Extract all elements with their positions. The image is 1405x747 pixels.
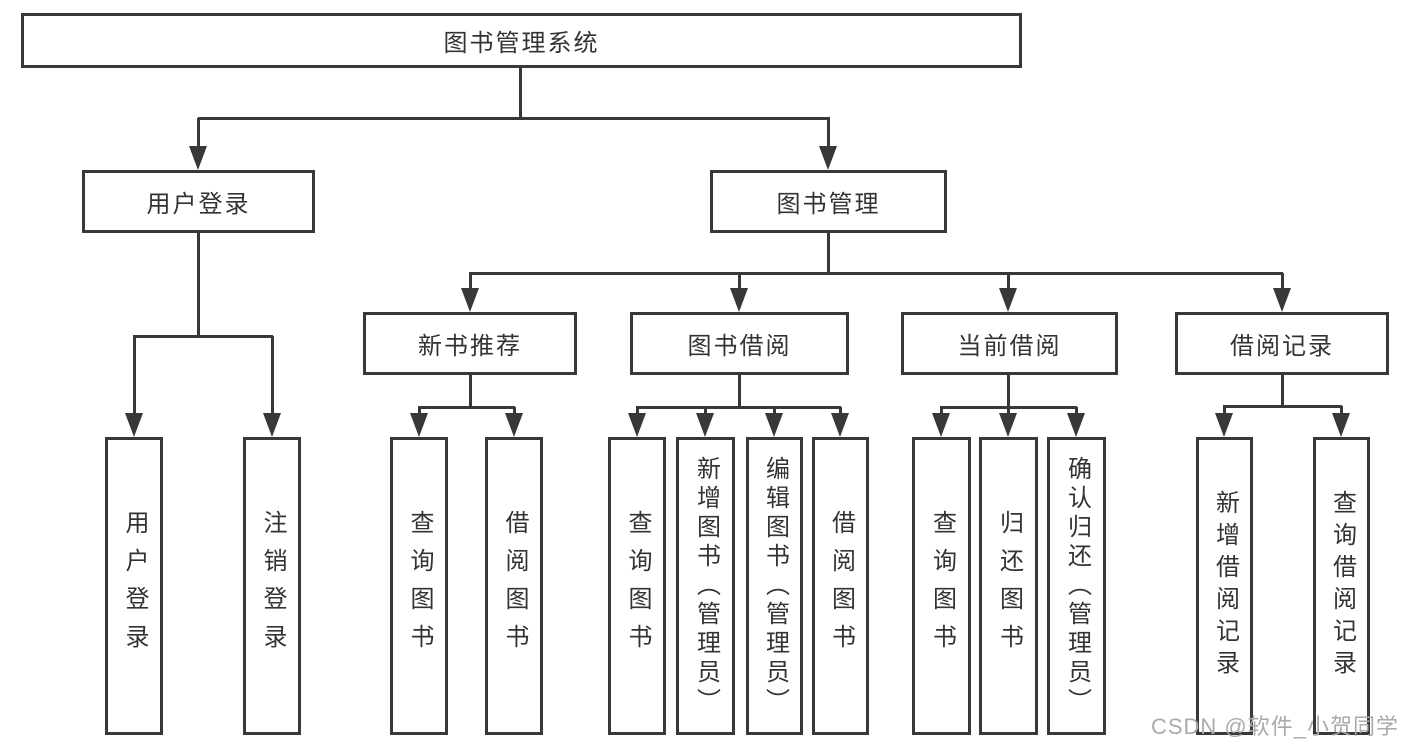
node-book-management-label: 图书管理 [776, 191, 881, 218]
leaf-add-books-admin-label: 新增图书（管理员） [692, 455, 720, 717]
connector-new-books-leaf1-stem [418, 407, 421, 417]
connector-borrowing-records-leaf1-stem [1223, 406, 1226, 417]
leaf-borrow-books-borrowing: 借阅图书 [812, 437, 869, 735]
leaf-logout: 注销登录 [243, 437, 301, 735]
leaf-user-login-label: 用户登录 [121, 510, 148, 662]
connector-user-login-stem [197, 233, 200, 336]
leaf-return-books-label: 归还图书 [995, 510, 1023, 662]
leaf-query-borrow-record: 查询借阅记录 [1313, 437, 1370, 735]
node-user-login-label: 用户登录 [146, 191, 251, 218]
node-borrowing-records-label: 借阅记录 [1230, 333, 1334, 360]
connector-book-borrowing-leaf3-stem [773, 407, 776, 417]
connector-to-new-books-stem [469, 273, 472, 290]
connector-to-borrowing-records-stem [1281, 273, 1284, 290]
connector-user-login-leaf1-stem [133, 336, 136, 415]
arrow-current-borrowing-leaf3 [1067, 413, 1085, 437]
connector-book-borrowing-bar [636, 406, 841, 409]
connector-new-books-stem [469, 375, 472, 407]
node-user-login: 用户登录 [82, 170, 315, 233]
leaf-confirm-return-admin-label: 确认归还（管理员） [1063, 455, 1091, 717]
leaf-query-books-borrowing: 查询图书 [608, 437, 666, 735]
connector-to-book-borrowing-stem [738, 273, 741, 290]
connector-book-borrowing-stem [738, 375, 741, 407]
connector-current-borrowing-leaf2-stem [1007, 407, 1010, 417]
arrow-to-leaf-logout [263, 413, 281, 437]
node-book-borrowing: 图书借阅 [630, 312, 849, 375]
arrow-to-book-borrowing [730, 288, 748, 312]
node-book-borrowing-label: 图书借阅 [687, 333, 792, 360]
node-current-borrowing-label: 当前借阅 [957, 333, 1062, 360]
arrow-borrowing-records-leaf1 [1215, 413, 1233, 437]
arrow-to-current-borrowing [999, 288, 1017, 312]
connector-user-login-leaf2-stem [271, 336, 274, 415]
leaf-borrow-books-borrowing-label: 借阅图书 [827, 510, 855, 662]
connector-book-mgmt-bar [469, 272, 1283, 275]
connector-borrowing-records-stem [1281, 375, 1284, 406]
arrow-new-books-leaf1 [410, 413, 428, 437]
node-borrowing-records: 借阅记录 [1175, 312, 1389, 375]
leaf-edit-books-admin: 编辑图书（管理员） [746, 437, 803, 735]
connector-current-borrowing-leaf3-stem [1075, 407, 1078, 417]
connector-book-borrowing-leaf1-stem [636, 407, 639, 417]
arrow-to-new-books [461, 288, 479, 312]
node-current-borrowing: 当前借阅 [901, 312, 1118, 375]
connector-borrowing-records-bar [1223, 405, 1342, 408]
arrow-book-borrowing-leaf3 [765, 413, 783, 437]
arrow-to-book-management [819, 146, 837, 170]
arrow-book-borrowing-leaf2 [696, 413, 714, 437]
connector-root-left-stem [197, 118, 200, 148]
arrow-to-user-login [189, 146, 207, 170]
leaf-return-books: 归还图书 [979, 437, 1038, 735]
connector-book-borrowing-leaf2-stem [704, 407, 707, 417]
connector-root-right-stem [827, 118, 830, 148]
arrow-current-borrowing-leaf2 [999, 413, 1017, 437]
connector-user-login-bar [133, 335, 273, 338]
connector-new-books-leaf2-stem [513, 407, 516, 417]
leaf-query-books-current: 查询图书 [912, 437, 971, 735]
connector-borrowing-records-leaf2-stem [1340, 406, 1343, 417]
connector-current-borrowing-stem [1007, 375, 1010, 407]
leaf-add-books-admin: 新增图书（管理员） [676, 437, 735, 735]
leaf-query-borrow-record-label: 查询借阅记录 [1328, 490, 1356, 682]
leaf-query-books-newbooks: 查询图书 [390, 437, 448, 735]
arrow-new-books-leaf2 [505, 413, 523, 437]
arrow-book-borrowing-leaf4 [831, 413, 849, 437]
leaf-query-books-borrowing-label: 查询图书 [624, 510, 651, 662]
arrow-to-borrowing-records [1273, 288, 1291, 312]
arrow-borrowing-records-leaf2 [1332, 413, 1350, 437]
leaf-query-books-current-label: 查询图书 [928, 510, 956, 662]
leaf-user-login: 用户登录 [105, 437, 163, 735]
arrow-book-borrowing-leaf1 [628, 413, 646, 437]
node-new-books-label: 新书推荐 [418, 333, 522, 360]
watermark: CSDN @软件_小贺同学 [1150, 714, 1399, 739]
leaf-query-books-newbooks-label: 查询图书 [406, 510, 433, 662]
leaf-add-borrow-record-label: 新增借阅记录 [1211, 490, 1239, 682]
connector-root-stem [519, 68, 522, 118]
connector-new-books-bar [418, 406, 515, 409]
arrow-to-leaf-login [125, 413, 143, 437]
connector-book-mgmt-stem [827, 233, 830, 273]
leaf-add-borrow-record: 新增借阅记录 [1196, 437, 1253, 735]
leaf-logout-label: 注销登录 [259, 510, 286, 662]
leaf-borrow-books-newbooks-label: 借阅图书 [501, 510, 528, 662]
leaf-edit-books-admin-label: 编辑图书（管理员） [761, 455, 789, 717]
connector-to-current-borrowing-stem [1007, 273, 1010, 290]
connector-current-borrowing-leaf1-stem [940, 407, 943, 417]
leaf-borrow-books-newbooks: 借阅图书 [485, 437, 543, 735]
node-root: 图书管理系统 [21, 13, 1022, 68]
arrow-current-borrowing-leaf1 [932, 413, 950, 437]
node-new-books: 新书推荐 [363, 312, 577, 375]
connector-book-borrowing-leaf4-stem [839, 407, 842, 417]
node-book-management: 图书管理 [710, 170, 947, 233]
node-root-label: 图书管理系统 [443, 30, 600, 57]
leaf-confirm-return-admin: 确认归还（管理员） [1047, 437, 1106, 735]
connector-root-bar [198, 117, 830, 120]
